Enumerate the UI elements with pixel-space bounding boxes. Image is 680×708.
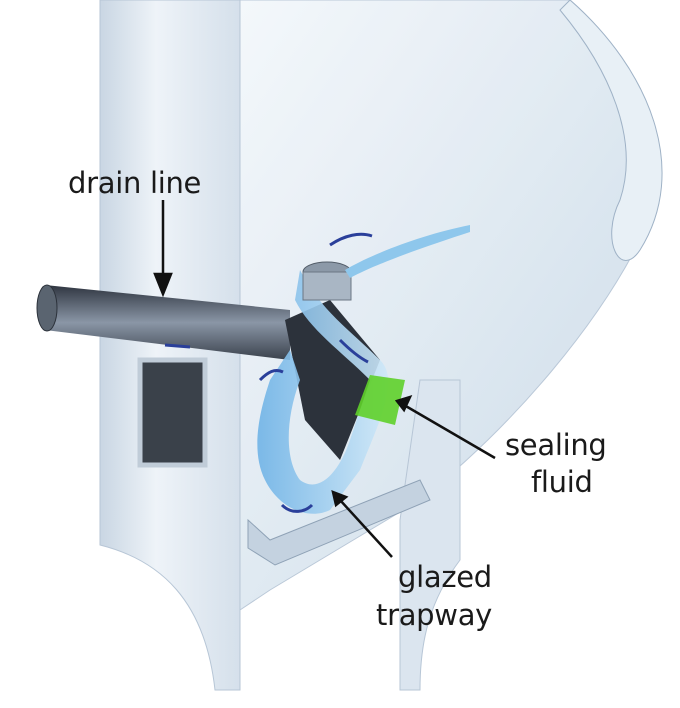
panel-opening	[137, 357, 208, 468]
sealing-fluid-label-line1: sealing	[505, 428, 607, 462]
glazed-trapway-label-line2: trapway	[376, 598, 493, 632]
drain-pipe	[45, 285, 290, 360]
glazed-trapway	[257, 270, 389, 514]
bowl-skirt	[399, 379, 461, 691]
glazed-trapway-label-line1: glazed	[398, 560, 492, 594]
leader-arrows	[153, 200, 496, 558]
base-tray	[247, 479, 431, 566]
flow-arrows	[164, 232, 373, 513]
drain-pipe-end	[36, 284, 58, 332]
drain-line-label: drain line	[68, 166, 202, 200]
strainer-body	[302, 271, 352, 301]
sealing-fluid	[355, 375, 405, 425]
water-stream	[345, 225, 470, 278]
bowl-rim	[559, 0, 663, 261]
sealing-fluid-label-line2: fluid	[531, 465, 593, 499]
